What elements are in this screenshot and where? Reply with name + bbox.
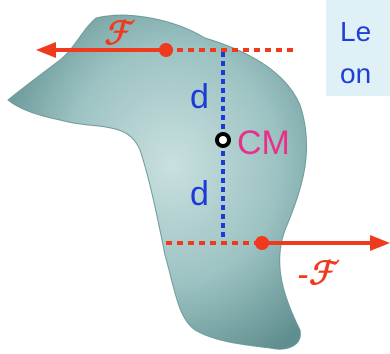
center-of-mass-label: CM [237, 124, 290, 162]
rigid-body-shape [7, 14, 308, 350]
distance-label-top: d [190, 78, 209, 116]
top-force-point [159, 43, 173, 57]
callout-text-line-1: Le [340, 16, 372, 47]
top-force-arrowhead [36, 42, 56, 58]
text-callout-box: Le on [326, 0, 390, 96]
force-label-bottom: -ℱ [298, 255, 340, 291]
callout-text-line-2: on [340, 58, 372, 89]
bottom-force-arrowhead [370, 235, 390, 251]
bottom-force-point [255, 236, 269, 250]
center-of-mass-marker [215, 132, 231, 148]
distance-label-bottom: d [190, 175, 209, 213]
